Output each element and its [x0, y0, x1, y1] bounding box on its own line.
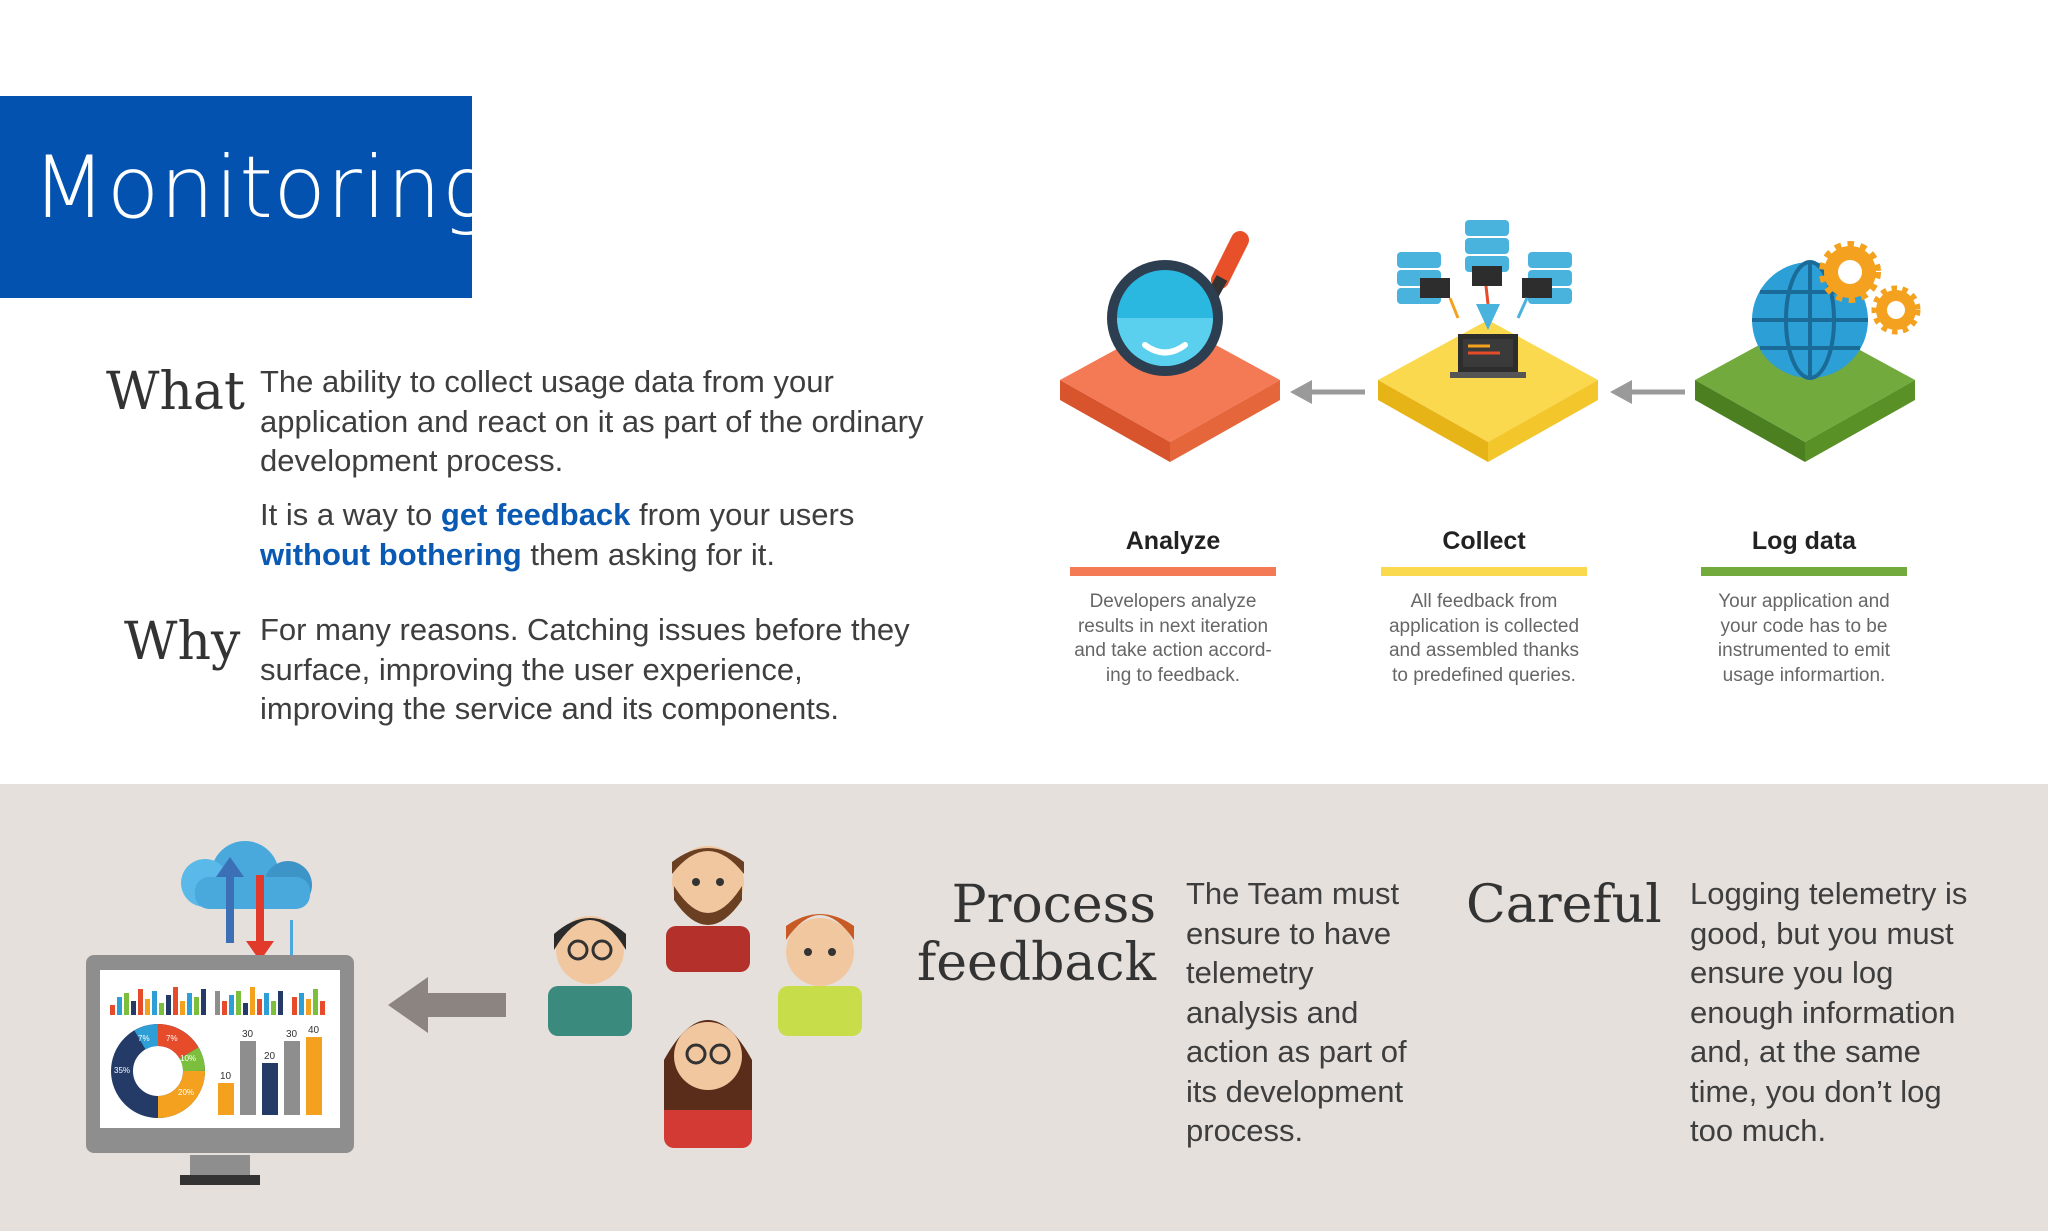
team-people-illustration	[548, 846, 862, 1148]
mini-bar-chart-icon	[110, 987, 325, 1015]
what-line-2: application and react on it as part of t…	[260, 403, 924, 439]
careful-line: enough information	[1690, 994, 1956, 1030]
careful-line: too much.	[1690, 1113, 1827, 1148]
careful-heading: Careful	[1466, 875, 1662, 935]
donut-label: 35%	[114, 1066, 130, 1075]
log-desc-line: usage informartion.	[1722, 664, 1886, 686]
column-chart-icon: 10 30 20 30 40	[218, 1025, 322, 1115]
process-line: The Team must	[1186, 876, 1400, 911]
analyze-desc-line: Developers analyze	[1089, 591, 1257, 612]
without-bothering-highlight: without bothering	[260, 536, 522, 572]
process-line: ensure to have	[1186, 915, 1392, 951]
monitoring-steps-illustration	[1060, 220, 1921, 462]
step-label-analyze: Analyze	[1125, 527, 1221, 555]
database-servers-icon	[1397, 220, 1572, 330]
step-label-collect: Collect	[1442, 527, 1526, 555]
what-line-1: The ability to collect usage data from y…	[260, 364, 834, 399]
gear-icon	[1819, 241, 1921, 335]
collect-desc-line: and assembled thanks	[1388, 640, 1580, 661]
why-line-2: surface, improving the user experience,	[260, 651, 803, 687]
what-line-3: development process.	[260, 443, 564, 478]
donut-label: 7%	[138, 1034, 150, 1043]
arrow-left-icon	[1290, 380, 1365, 404]
step-desc-collect: All feedback from application is collect…	[1364, 590, 1604, 688]
upload-arrow-icon	[216, 857, 244, 943]
what-feedback-paragraph: It is a way to get feedback from your us…	[260, 495, 854, 574]
donut-label: 7%	[166, 1034, 178, 1043]
why-line-1: For many reasons. Catching issues before…	[260, 612, 910, 647]
page-title: Monitoring	[32, 138, 494, 238]
column-label: 40	[308, 1025, 320, 1036]
process-line: telemetry	[1186, 955, 1314, 990]
process-line: process.	[1186, 1113, 1304, 1148]
collect-desc-line: All feedback from	[1410, 591, 1558, 612]
process-line: analysis and	[1186, 994, 1359, 1030]
title-banner	[0, 96, 472, 298]
log-data-platform-icon	[1695, 320, 1915, 462]
step-desc-log-data: Your application and your code has to be…	[1684, 590, 1924, 688]
analyze-desc-line: ing to feedback.	[1105, 664, 1241, 686]
why-line-3: improving the service and its components…	[260, 691, 839, 726]
process-heading-line: feedback	[916, 933, 1156, 993]
donut-label: 20%	[178, 1088, 194, 1097]
collect-desc-line: to predefined queries.	[1392, 664, 1576, 686]
column-label: 30	[286, 1029, 298, 1040]
arrow-left-icon	[1610, 380, 1685, 404]
laptop-icon	[1450, 334, 1526, 378]
donut-chart-icon: 7% 7% 10% 35% 20%	[111, 1024, 205, 1118]
careful-line: and, at the same	[1690, 1034, 1921, 1069]
log-desc-line: your code has to be	[1720, 615, 1888, 637]
process-feedback-text: The Team must ensure to have telemetry a…	[1186, 874, 1407, 1151]
column-label: 20	[264, 1051, 276, 1062]
what-description: The ability to collect usage data from y…	[260, 362, 923, 481]
process-line: its development	[1186, 1073, 1404, 1109]
process-line: action as part of	[1186, 1034, 1407, 1069]
person-glasses-woman-icon	[548, 916, 632, 1036]
why-description: For many reasons. Catching issues before…	[260, 610, 910, 729]
collect-bar	[1381, 567, 1587, 576]
arrow-left-icon	[388, 977, 506, 1033]
step-label-log-data: Log data	[1751, 527, 1857, 555]
feedback-text-e: them asking for it.	[521, 536, 775, 572]
careful-line: Logging telemetry is	[1690, 876, 1968, 911]
process-heading-line: Process	[951, 875, 1156, 935]
log-desc-line: Your application and	[1718, 591, 1890, 612]
why-heading: Why	[124, 612, 241, 672]
analyze-platform-icon	[1060, 320, 1280, 462]
feedback-text-c: from your users	[630, 497, 855, 532]
collect-platform-icon	[1378, 320, 1598, 462]
column-label: 10	[220, 1071, 232, 1082]
get-feedback-highlight: get feedback	[440, 497, 631, 532]
what-heading: What	[106, 362, 245, 422]
log-data-bar	[1701, 567, 1907, 576]
collect-desc-line: application is collected	[1388, 615, 1580, 637]
magnifier-icon	[1107, 231, 1249, 376]
download-arrow-icon	[246, 875, 274, 961]
column-label: 30	[242, 1029, 254, 1040]
person-redhead-icon	[778, 914, 862, 1036]
cloud-icon	[181, 841, 312, 973]
person-woman-red-icon	[664, 1020, 752, 1148]
feedback-text-a: It is a way to	[260, 497, 441, 532]
careful-line: time, you don’t log	[1690, 1073, 1942, 1109]
donut-label: 10%	[180, 1054, 196, 1063]
careful-line: ensure you log	[1690, 955, 1894, 990]
person-bearded-icon	[666, 846, 750, 972]
careful-text: Logging telemetry is good, but you must …	[1690, 874, 1967, 1151]
dashboard-monitor-illustration: 7% 7% 10% 35% 20% 10 30 20 30 40	[86, 841, 354, 1185]
analyze-desc-line: and take action accord-	[1074, 640, 1272, 661]
log-desc-line: instrumented to emit	[1717, 640, 1891, 661]
careful-line: good, but you must	[1690, 915, 1954, 951]
analyze-bar	[1070, 567, 1276, 576]
step-desc-analyze: Developers analyze results in next itera…	[1053, 590, 1293, 688]
analyze-desc-line: results in next iteration	[1077, 615, 1269, 637]
process-feedback-heading: Process feedback	[900, 876, 1156, 992]
